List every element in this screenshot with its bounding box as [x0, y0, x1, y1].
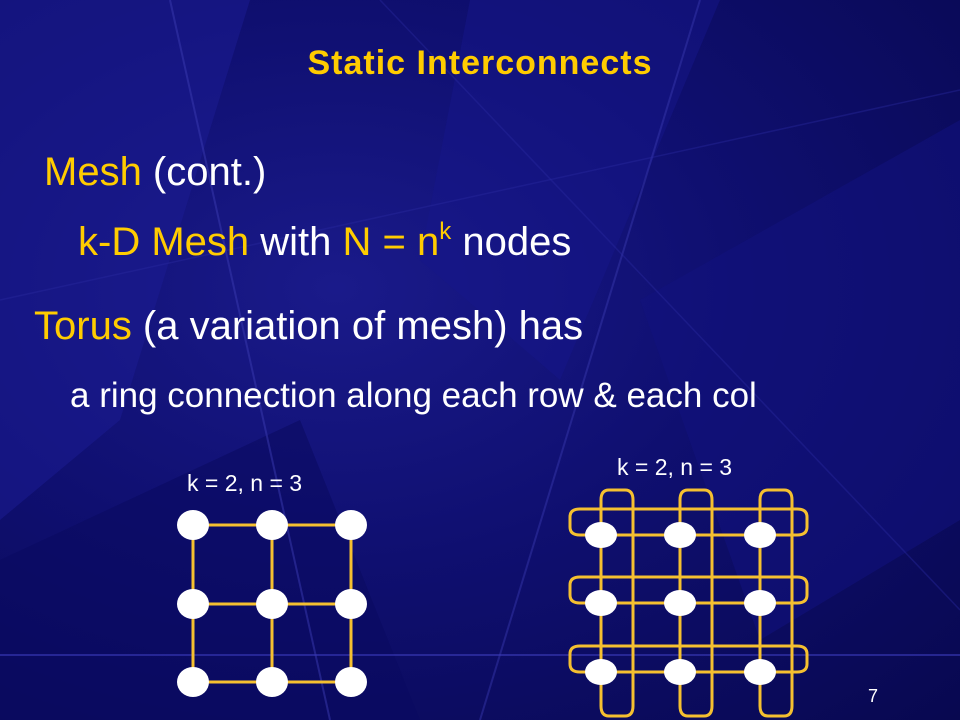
ring-connection-line: a ring connection along each row & each …	[70, 376, 757, 415]
kd-mesh-exponent: k	[439, 218, 452, 245]
kd-mesh-formula: N = n	[342, 220, 440, 264]
torus-row-ring	[568, 507, 809, 537]
kd-mesh-nodes: nodes	[451, 220, 572, 264]
torus-node	[744, 590, 776, 616]
torus-diagram	[568, 488, 809, 718]
torus-heading: Torus (a variation of mesh) has	[34, 304, 583, 349]
mesh-node	[177, 589, 209, 619]
page-number: 7	[868, 686, 879, 706]
mesh-node	[335, 589, 367, 619]
torus-node	[744, 522, 776, 548]
torus-suffix: (a variation of mesh) has	[131, 304, 584, 348]
torus-node	[744, 659, 776, 685]
kd-mesh-with: with	[249, 220, 343, 264]
torus-row-ring	[568, 575, 809, 605]
torus-node	[585, 590, 617, 616]
kd-mesh-line: k-D Mesh with N = nk nodes	[78, 220, 571, 265]
kd-mesh-keyword: k-D Mesh	[78, 220, 250, 264]
torus-node	[664, 590, 696, 616]
torus-diagram-caption: k = 2, n = 3	[617, 454, 733, 480]
mesh-node	[256, 667, 288, 697]
mesh-keyword: Mesh	[44, 150, 142, 194]
mesh-node	[335, 510, 367, 540]
mesh-suffix: (cont.)	[141, 150, 267, 194]
torus-col-ring	[678, 488, 714, 718]
torus-node	[664, 522, 696, 548]
torus-col-ring	[599, 488, 635, 718]
mesh-node	[256, 589, 288, 619]
mesh-node	[177, 510, 209, 540]
torus-col-ring	[758, 488, 794, 718]
mesh-heading: Mesh (cont.)	[44, 150, 266, 195]
torus-keyword: Torus	[34, 304, 132, 348]
mesh-diagram-caption: k = 2, n = 3	[187, 470, 303, 496]
mesh-diagram	[177, 510, 367, 697]
torus-node	[585, 659, 617, 685]
mesh-node	[177, 667, 209, 697]
torus-node	[664, 659, 696, 685]
torus-row-ring	[568, 644, 809, 674]
torus-node	[585, 522, 617, 548]
mesh-node	[335, 667, 367, 697]
mesh-node	[256, 510, 288, 540]
slide-title: Static Interconnects	[307, 44, 653, 82]
